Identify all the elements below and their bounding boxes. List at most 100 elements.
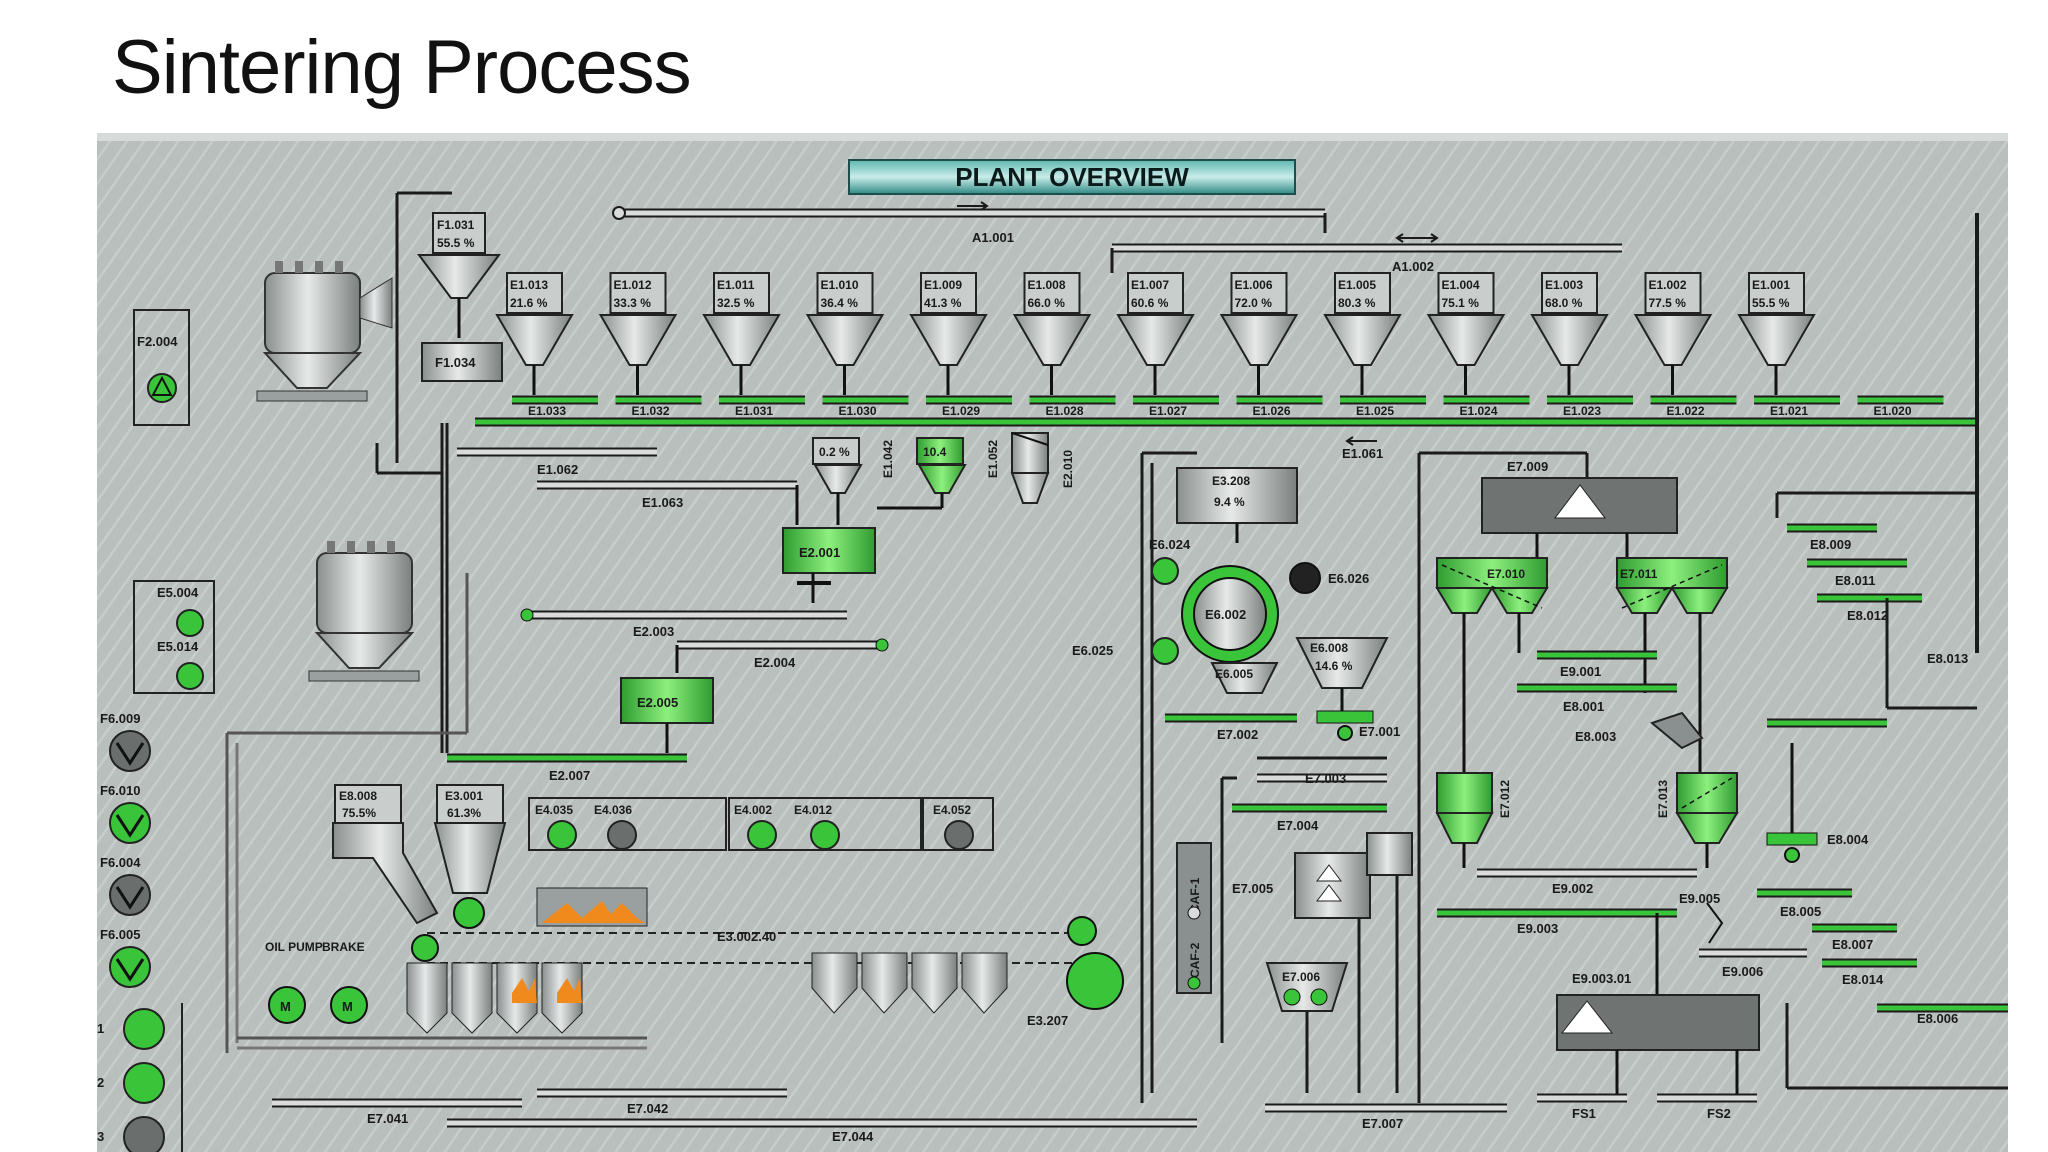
caf1-indicator <box>1187 976 1201 990</box>
feeder-label: E1.030 <box>839 404 877 418</box>
e8005-label: E8.005 <box>1780 904 1821 919</box>
cooler-hoppers <box>811 952 1008 1014</box>
e5004-fan-icon[interactable] <box>176 609 204 637</box>
bin-id-label: E1.007 <box>1131 278 1169 292</box>
e2001-label: E2.001 <box>799 545 840 560</box>
feeder-label: E1.020 <box>1874 404 1912 418</box>
bin-id-label: E1.012 <box>614 278 652 292</box>
e6026-fan-icon[interactable] <box>1289 562 1321 594</box>
e4002-label: E4.002 <box>734 803 772 817</box>
e7012-label: E7.012 <box>1498 780 1512 818</box>
e4002-fan-icon[interactable] <box>747 820 777 850</box>
oil-pump-motor[interactable] <box>268 986 306 1024</box>
e2003-label: E2.003 <box>633 624 674 639</box>
bin-level-label: 75.1 % <box>1442 296 1480 310</box>
e7009-label: E7.009 <box>1507 459 1548 474</box>
bin-level-label: 41.3 % <box>924 296 962 310</box>
e7044-label: E7.044 <box>832 1129 874 1144</box>
bin-level-label: 66.0 % <box>1028 296 1066 310</box>
bin-id-label: E1.005 <box>1338 278 1376 292</box>
e4052-fan-icon[interactable] <box>944 820 974 850</box>
bin-id-label: E1.013 <box>510 278 548 292</box>
bin-level-label: 77.5 % <box>1649 296 1687 310</box>
e9003-label: E9.003 <box>1517 921 1558 936</box>
blower-1-icon[interactable] <box>123 1008 165 1050</box>
bin-e1005[interactable]: E1.005 80.3 % <box>1323 272 1402 395</box>
e7011-label: E7.011 <box>1620 567 1658 581</box>
e1063-label: E1.063 <box>642 495 683 510</box>
e8007-label: E8.007 <box>1832 937 1873 952</box>
e2004-label: E2.004 <box>754 655 796 670</box>
dust-collector-1 <box>256 261 393 402</box>
e7003-label: E7.003 <box>1305 771 1346 786</box>
fan-f6005[interactable]: F6.005 <box>100 927 151 988</box>
e2005-mixer[interactable] <box>620 677 714 724</box>
e3207-crusher[interactable] <box>1066 952 1124 1010</box>
brake-motor[interactable] <box>330 986 368 1024</box>
e8008-value: 75.5% <box>342 806 376 820</box>
bin-id-label: E1.003 <box>1545 278 1583 292</box>
e8014-label: E8.014 <box>1842 972 1884 987</box>
e4035-fan-icon[interactable] <box>547 820 577 850</box>
feeder-label: E1.021 <box>1770 404 1808 418</box>
e8008-label: E8.008 <box>339 789 377 803</box>
e7005-label: E7.005 <box>1232 881 1273 896</box>
fan-f6009[interactable]: F6.009 <box>100 711 151 772</box>
e6025-fan-icon[interactable] <box>1151 637 1179 665</box>
fs1-label: FS1 <box>1572 1106 1596 1121</box>
slide-title: Sintering Process <box>112 25 692 110</box>
bin-e1012[interactable]: E1.012 33.3 % <box>598 272 678 395</box>
e8006-label: E8.006 <box>1917 1011 1958 1026</box>
bin-id-label: E1.001 <box>1752 278 1790 292</box>
e4012-fan-icon[interactable] <box>810 820 840 850</box>
e4036-fan-icon[interactable] <box>607 820 637 850</box>
feeder-label: E1.025 <box>1356 404 1394 418</box>
e6008-value: 14.6 % <box>1315 659 1353 673</box>
e1052-label: E1.052 <box>986 440 1000 478</box>
e8-conveyor-bank: E8.009 E8.011 E8.012 E8.013 E8.004 E8.00… <box>1757 491 2008 1090</box>
e1042-label: E1.042 <box>881 440 895 478</box>
e7002-label: E7.002 <box>1217 727 1258 742</box>
e6008-label: E6.008 <box>1310 641 1348 655</box>
fan-f6010-label: F6.010 <box>100 783 140 798</box>
blower-2-icon[interactable] <box>123 1062 165 1104</box>
e3002-40-label: E3.002.40 <box>717 929 776 944</box>
e9005-label: E9.005 <box>1679 891 1720 906</box>
bin-f1031-id: F1.031 <box>437 218 475 232</box>
blower-3-icon[interactable] <box>123 1116 165 1152</box>
e5014-fan-icon[interactable] <box>176 662 204 690</box>
e8001-label: E8.001 <box>1563 699 1604 714</box>
e6024-label: E6.024 <box>1149 537 1191 552</box>
e2001-mixer[interactable] <box>782 527 876 574</box>
fan-f6005-label: F6.005 <box>100 927 140 942</box>
e3208-value: 9.4 % <box>1214 495 1245 509</box>
fan-f6010[interactable]: F6.010 <box>100 783 151 844</box>
oil-pump-label: OIL PUMP <box>265 940 323 954</box>
small-bin-2-value: 10.4 <box>923 445 947 459</box>
bin-level-label: 80.3 % <box>1338 296 1376 310</box>
f2004-label: F2.004 <box>137 334 178 349</box>
e6024-fan-icon[interactable] <box>1151 557 1179 585</box>
feeder-label: E1.024 <box>1460 404 1498 418</box>
bin-level-label: 33.3 % <box>614 296 652 310</box>
f1034-label: F1.034 <box>435 355 476 370</box>
brake-motor-label: M <box>342 999 353 1014</box>
feeder-label: E1.022 <box>1667 404 1705 418</box>
e8011-label: E8.011 <box>1835 573 1876 588</box>
oil-pump-motor-label: M <box>280 999 291 1014</box>
e1062-label: E1.062 <box>537 462 578 477</box>
fan-f6004[interactable]: F6.004 <box>100 855 151 916</box>
sinter-strand: E3.002.40 <box>406 887 1097 1034</box>
e8003-label: E8.003 <box>1575 729 1616 744</box>
